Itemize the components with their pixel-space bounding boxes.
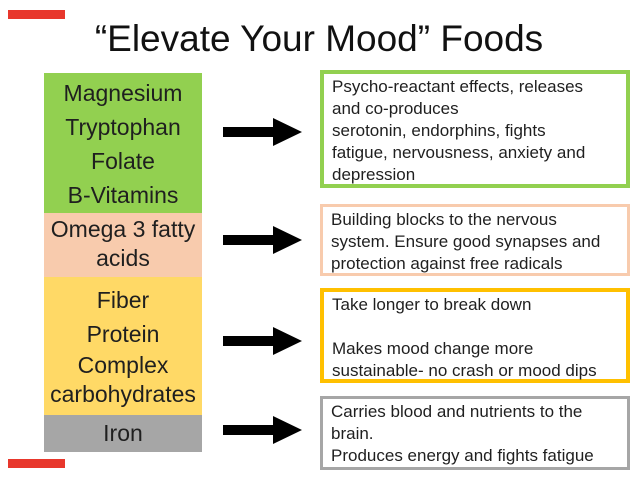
nutrient-label-folate: Folate	[91, 148, 155, 174]
nutrient-label-b-vitamins: B-Vitamins	[67, 182, 179, 208]
right-arrow-icon	[223, 117, 303, 147]
effect-box-omega3: Building blocks to the nervous system. E…	[320, 204, 630, 276]
nutrient-label-omega3: Omega 3 fatty acids	[50, 216, 196, 271]
nutrient-label-magnesium: Magnesium	[63, 80, 183, 106]
red-accent-bar-bottom	[8, 459, 65, 468]
right-arrow-icon	[223, 326, 303, 356]
right-arrow-icon	[223, 225, 303, 255]
nutrient-label-fiber: Fiber	[96, 287, 150, 313]
nutrient-group-omega3: Omega 3 fatty acids	[44, 213, 202, 277]
nutrient-label-iron: Iron	[103, 420, 143, 446]
nutrient-label-tryptophan: Tryptophan	[65, 114, 181, 140]
effect-box-macros: Take longer to break down Makes mood cha…	[320, 288, 630, 383]
nutrient-group-iron: Iron	[44, 415, 202, 452]
nutrient-label-protein: Protein	[86, 321, 160, 347]
nutrient-group-macros: Fiber Protein Complex carbohydrates	[44, 277, 202, 415]
red-accent-bar-top	[8, 10, 65, 19]
nutrient-group-vitamins-minerals: Magnesium Tryptophan Folate B-Vitamins	[44, 73, 202, 213]
right-arrow-icon	[223, 415, 303, 445]
nutrient-label-complex-carbohydrates: Complex carbohydrates	[50, 352, 196, 407]
effect-box-vitamins: Psycho-reactant effects, releases and co…	[320, 70, 630, 188]
effect-box-iron: Carries blood and nutrients to the brain…	[320, 396, 630, 470]
page-title: “Elevate Your Mood” Foods	[94, 18, 544, 59]
